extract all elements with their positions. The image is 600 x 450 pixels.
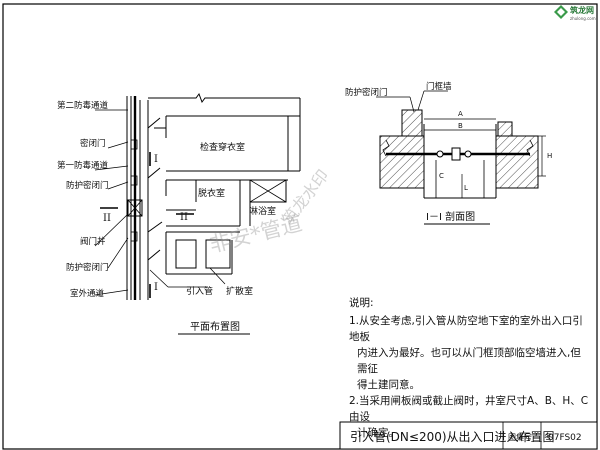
- plan-valve-pit: [127, 199, 143, 217]
- label-undress-room: 脱衣室: [198, 187, 225, 199]
- label-blast-airtight-door-1: 防护密闭门: [66, 180, 109, 191]
- section-mark-ii-right: II: [180, 212, 188, 223]
- logo-icon: [554, 5, 568, 19]
- label-inspection-room: 检查穿衣室: [200, 141, 245, 153]
- title-block: 引入管(DN≤200)从出入口进入布置图 图集号 07FS02: [339, 421, 598, 450]
- section-mark-ii-left: II: [103, 213, 111, 224]
- note-line-2: 内进入为最好。也可以从门框顶部临空墙进入,但需征: [357, 347, 581, 375]
- label-blast-airtight-door-2: 防护密闭门: [66, 262, 109, 273]
- label-outdoor-passage: 室外通道: [70, 288, 105, 299]
- plan-title: 平面布置图: [190, 321, 240, 333]
- label-section-blast-door: 防护密闭门: [345, 87, 388, 98]
- label-door-frame-wall: 门框墙: [426, 81, 452, 92]
- label-shower-room: 淋浴室: [249, 205, 276, 217]
- label-first-decon-passage: 第一防毒通道: [57, 160, 109, 171]
- section-view: [376, 90, 546, 199]
- label-valve-pit: 阀门井: [80, 236, 106, 247]
- note-line-3: 得土建同意。: [357, 379, 420, 391]
- label-expansion-room: 扩散室: [226, 285, 253, 297]
- sheet-frame: [2, 3, 598, 450]
- section-labels: 防护密闭门 门框墙 A B H C L I－I 剖面图: [345, 81, 552, 223]
- plan-view: [94, 92, 301, 300]
- label-inlet-pipe: 引入管: [186, 285, 213, 297]
- dim-h: H: [547, 152, 552, 160]
- section-mark-i-top: I: [154, 154, 158, 165]
- dim-l: L: [464, 184, 468, 192]
- note-line-1: 1.从安全考虑,引入管从防空地下室的室外出入口引地板: [349, 315, 583, 343]
- label-second-decon-passage: 第二防毒通道: [57, 100, 109, 111]
- dim-b: B: [458, 122, 463, 130]
- atlas-number: 07FS02: [548, 433, 582, 443]
- atlas-label: 图集号: [508, 432, 532, 442]
- drawing-title: 引入管(DN≤200)从出入口进入布置图: [350, 429, 555, 444]
- label-airtight-door: 密闭门: [80, 138, 106, 149]
- logo-name: 筑龙网: [570, 6, 594, 15]
- notes-block: 说明: 1.从安全考虑,引入管从防空地下室的室外出入口引地板 内进入为最好。也可…: [349, 295, 589, 441]
- notes-heading: 说明:: [349, 297, 374, 309]
- note-line-4: 2.当采用闸板阀或截止阀时，井室尺寸A、B、H、C由设: [349, 395, 589, 423]
- dim-a: A: [458, 110, 463, 118]
- section-title: I－I 剖面图: [426, 210, 475, 223]
- logo-url: zhulong.com: [570, 16, 596, 21]
- site-logo: 筑龙网 zhulong.com: [553, 2, 600, 28]
- dim-c: C: [439, 172, 444, 180]
- plan-labels: 第二防毒通道 密闭门 第一防毒通道 防护密闭门 阀门井 防护密闭门 室外通道 检…: [57, 100, 276, 333]
- note-line-5: 计确定。: [357, 427, 399, 439]
- section-mark-i-bottom: I: [154, 282, 158, 293]
